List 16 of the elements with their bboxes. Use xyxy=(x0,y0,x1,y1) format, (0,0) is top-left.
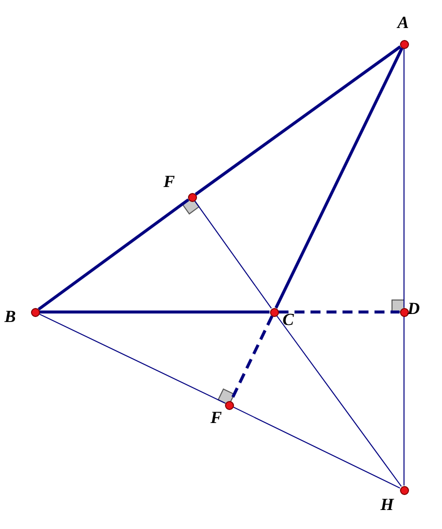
point-label: F xyxy=(164,172,175,190)
line-segment xyxy=(274,47,404,309)
point-label: A xyxy=(398,14,409,30)
line-segment xyxy=(232,406,400,489)
line-segment xyxy=(194,45,402,196)
point-label: B xyxy=(4,308,16,324)
point-label: D xyxy=(408,300,420,316)
point-label: C xyxy=(282,310,294,328)
line-segment xyxy=(276,315,402,487)
dashed-line xyxy=(278,310,400,314)
point-label: H xyxy=(380,496,394,512)
line-segment xyxy=(40,310,270,314)
line-segment xyxy=(194,200,272,309)
point-label: F xyxy=(210,408,222,426)
line-segment xyxy=(38,198,190,311)
line-segment xyxy=(38,313,226,404)
